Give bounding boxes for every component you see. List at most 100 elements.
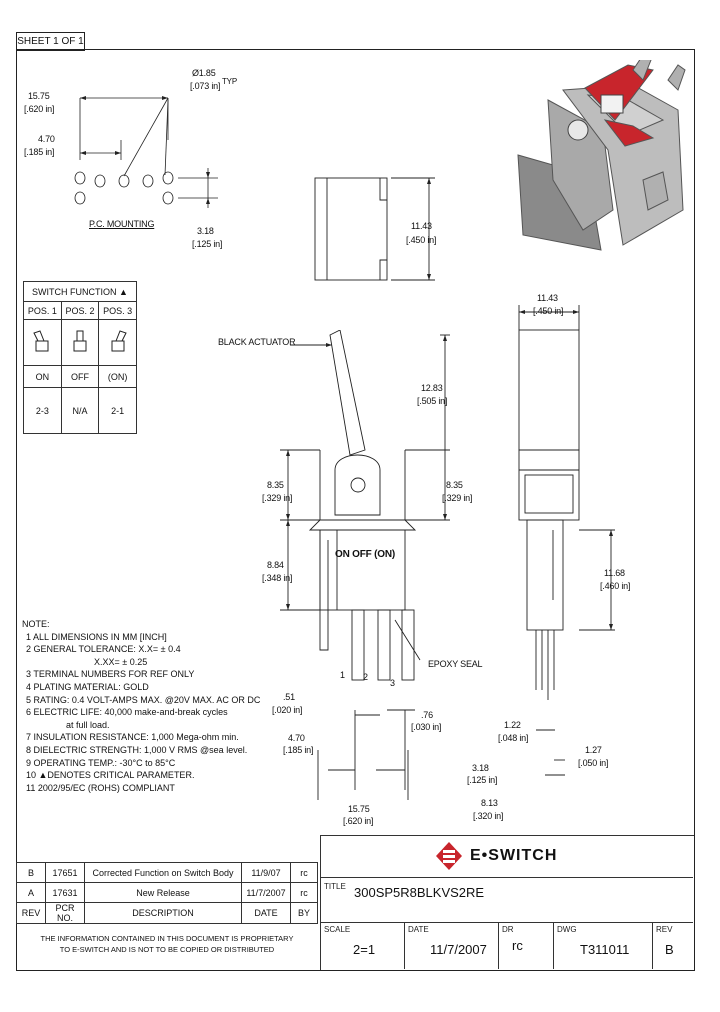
right-d1-inch: [.048 in]: [498, 733, 529, 743]
pc-dim-1-inch: [.620 in]: [24, 104, 55, 114]
hole-typ: TYP: [222, 77, 237, 86]
width-dim: 15.75: [348, 804, 370, 814]
pos-1-toggle-icon: [23, 319, 62, 366]
note-11: 11 2002/95/EC (ROHS) COMPLIANT: [26, 782, 175, 793]
conn-2: N/A: [60, 387, 100, 434]
note-8: 8 DIELECTRIC STRENGTH: 1,000 V RMS @sea …: [26, 744, 248, 755]
switch-function-table: SWITCH FUNCTION ▲ POS. 1 POS. 2 POS. 3 O…: [23, 281, 137, 434]
pc-mounting-drawing: [74, 96, 218, 208]
pin-width-dim: .51: [283, 692, 295, 702]
by-cell: rc: [290, 882, 318, 903]
height-dim-inch: [.505 in]: [417, 396, 448, 406]
title-col-divider: [498, 922, 499, 969]
bracket-right-inch: [.329 in]: [442, 493, 473, 503]
pos-2: POS. 2: [60, 301, 100, 320]
pin-thick-dim: .76: [421, 710, 433, 720]
right-top-inch: [.450 in]: [533, 306, 564, 316]
width-inch: [.620 in]: [343, 816, 374, 826]
desc-header: DESCRIPTION: [84, 902, 242, 924]
note-2b: X.XX= ± 0.25: [94, 656, 148, 667]
pc-dim-3-inch: [.125 in]: [192, 239, 223, 249]
right-d2: 1.27: [585, 745, 602, 755]
drawn-by-label: DR: [502, 925, 514, 934]
actuator-label: BLACK ACTUATOR: [218, 337, 296, 347]
rev-header: REV: [16, 902, 46, 924]
pos-1: POS. 1: [23, 301, 62, 320]
notes-heading: NOTE:: [22, 619, 50, 629]
pos-3: POS. 3: [98, 301, 137, 320]
right-body-dim: 11.68: [604, 568, 625, 578]
dwg-label: DWG: [557, 925, 577, 934]
state-2: OFF: [60, 365, 100, 388]
title-col-divider: [652, 922, 653, 969]
hole-diameter-inch: [.073 in]: [190, 81, 221, 91]
title-col-divider: [553, 922, 554, 969]
revision-header-row: REV PCR NO. DESCRIPTION DATE BY: [16, 902, 318, 924]
desc-cell: Corrected Function on Switch Body: [84, 862, 242, 883]
note-6b: at full load.: [66, 719, 110, 730]
notes-block: NOTE: 1 ALL DIMENSIONS IN MM [INCH] 2 GE…: [22, 618, 260, 794]
right-d2-inch: [.050 in]: [578, 758, 609, 768]
switch-body-text: ON OFF (ON): [335, 549, 396, 560]
right-d1: 1.22: [504, 720, 521, 730]
note-2: 2 GENERAL TOLERANCE: X.X= ± 0.4: [26, 644, 181, 655]
revision-row: A 17631 New Release 11/7/2007 rc: [16, 882, 318, 903]
pin-width-inch: [.020 in]: [272, 705, 303, 715]
proprietary-line-1: THE INFORMATION CONTAINED IN THIS DOCUME…: [40, 934, 294, 943]
pos-2-toggle-icon: [60, 319, 100, 366]
switch-3d-render: [517, 60, 686, 251]
note-4: 4 PLATING MATERIAL: GOLD: [26, 681, 149, 692]
title-label: TITLE: [324, 882, 346, 891]
note-6: 6 ELECTRIC LIFE: 40,000 make-and-break c…: [26, 707, 228, 718]
conn-1: 2-3: [23, 387, 62, 434]
pin-number-1: 1: [340, 670, 345, 680]
brand-name: E•SWITCH: [470, 847, 558, 864]
right-body-inch: [.460 in]: [600, 581, 631, 591]
pin-number-3: 3: [390, 678, 395, 688]
right-view-drawing: [518, 305, 615, 776]
rev-value: B: [665, 942, 674, 957]
note-1: 1 ALL DIMENSIONS IN MM [INCH]: [26, 631, 167, 642]
body-dim: 8.84: [267, 560, 284, 570]
pcr-header: PCR NO.: [45, 902, 85, 924]
pos-3-toggle-icon: [98, 319, 137, 366]
note-7: 7 INSULATION RESISTANCE: 1,000 Mega-ohm …: [26, 732, 239, 743]
switch-function-title: SWITCH FUNCTION ▲: [23, 281, 137, 302]
scale-value: 2=1: [353, 942, 376, 957]
date-label: DATE: [408, 925, 429, 934]
bracket-right-dim: 8.35: [446, 480, 463, 490]
revision-table: B 17651 Corrected Function on Switch Bod…: [16, 862, 318, 924]
drawing-frame: [16, 49, 695, 971]
revision-row: B 17651 Corrected Function on Switch Bod…: [16, 862, 318, 883]
side-dim-inch: [.450 in]: [406, 235, 437, 245]
pc-dim-3: 3.18: [197, 226, 214, 236]
right-d4-inch: [.320 in]: [473, 811, 504, 821]
title-divider: [320, 877, 693, 878]
pc-dim-2-inch: [.185 in]: [24, 147, 55, 157]
height-dim: 12.83: [421, 383, 443, 393]
dwg-value: T311011: [580, 942, 630, 957]
hole-diameter: Ø1.85: [192, 68, 216, 78]
pitch-inch: [.185 in]: [283, 745, 314, 755]
part-title: 300SP5R8BLKVS2RE: [354, 885, 485, 900]
side-dim: 11.43: [411, 221, 432, 231]
title-col-divider: [404, 922, 405, 969]
rev-cell: A: [16, 882, 46, 903]
pc-dim-1: 15.75: [28, 91, 50, 101]
date-cell: 11/9/07: [241, 862, 291, 883]
by-header: BY: [290, 902, 318, 924]
by-cell: rc: [290, 862, 318, 883]
e-switch-logo-icon: [436, 842, 462, 870]
proprietary-notice: THE INFORMATION CONTAINED IN THIS DOCUME…: [16, 933, 318, 955]
pc-dim-2: 4.70: [38, 134, 55, 144]
bracket-left-inch: [.329 in]: [262, 493, 293, 503]
pcr-cell: 17651: [45, 862, 85, 883]
body-dim-inch: [.348 in]: [262, 573, 293, 583]
drawn-by-value: rc: [512, 938, 523, 953]
date-value: 11/7/2007: [430, 942, 487, 957]
pitch-dim: 4.70: [288, 733, 305, 743]
title-divider: [320, 922, 693, 923]
right-d4: 8.13: [481, 798, 498, 808]
pin-thick-inch: [.030 in]: [411, 722, 442, 732]
rev-cell: B: [16, 862, 46, 883]
